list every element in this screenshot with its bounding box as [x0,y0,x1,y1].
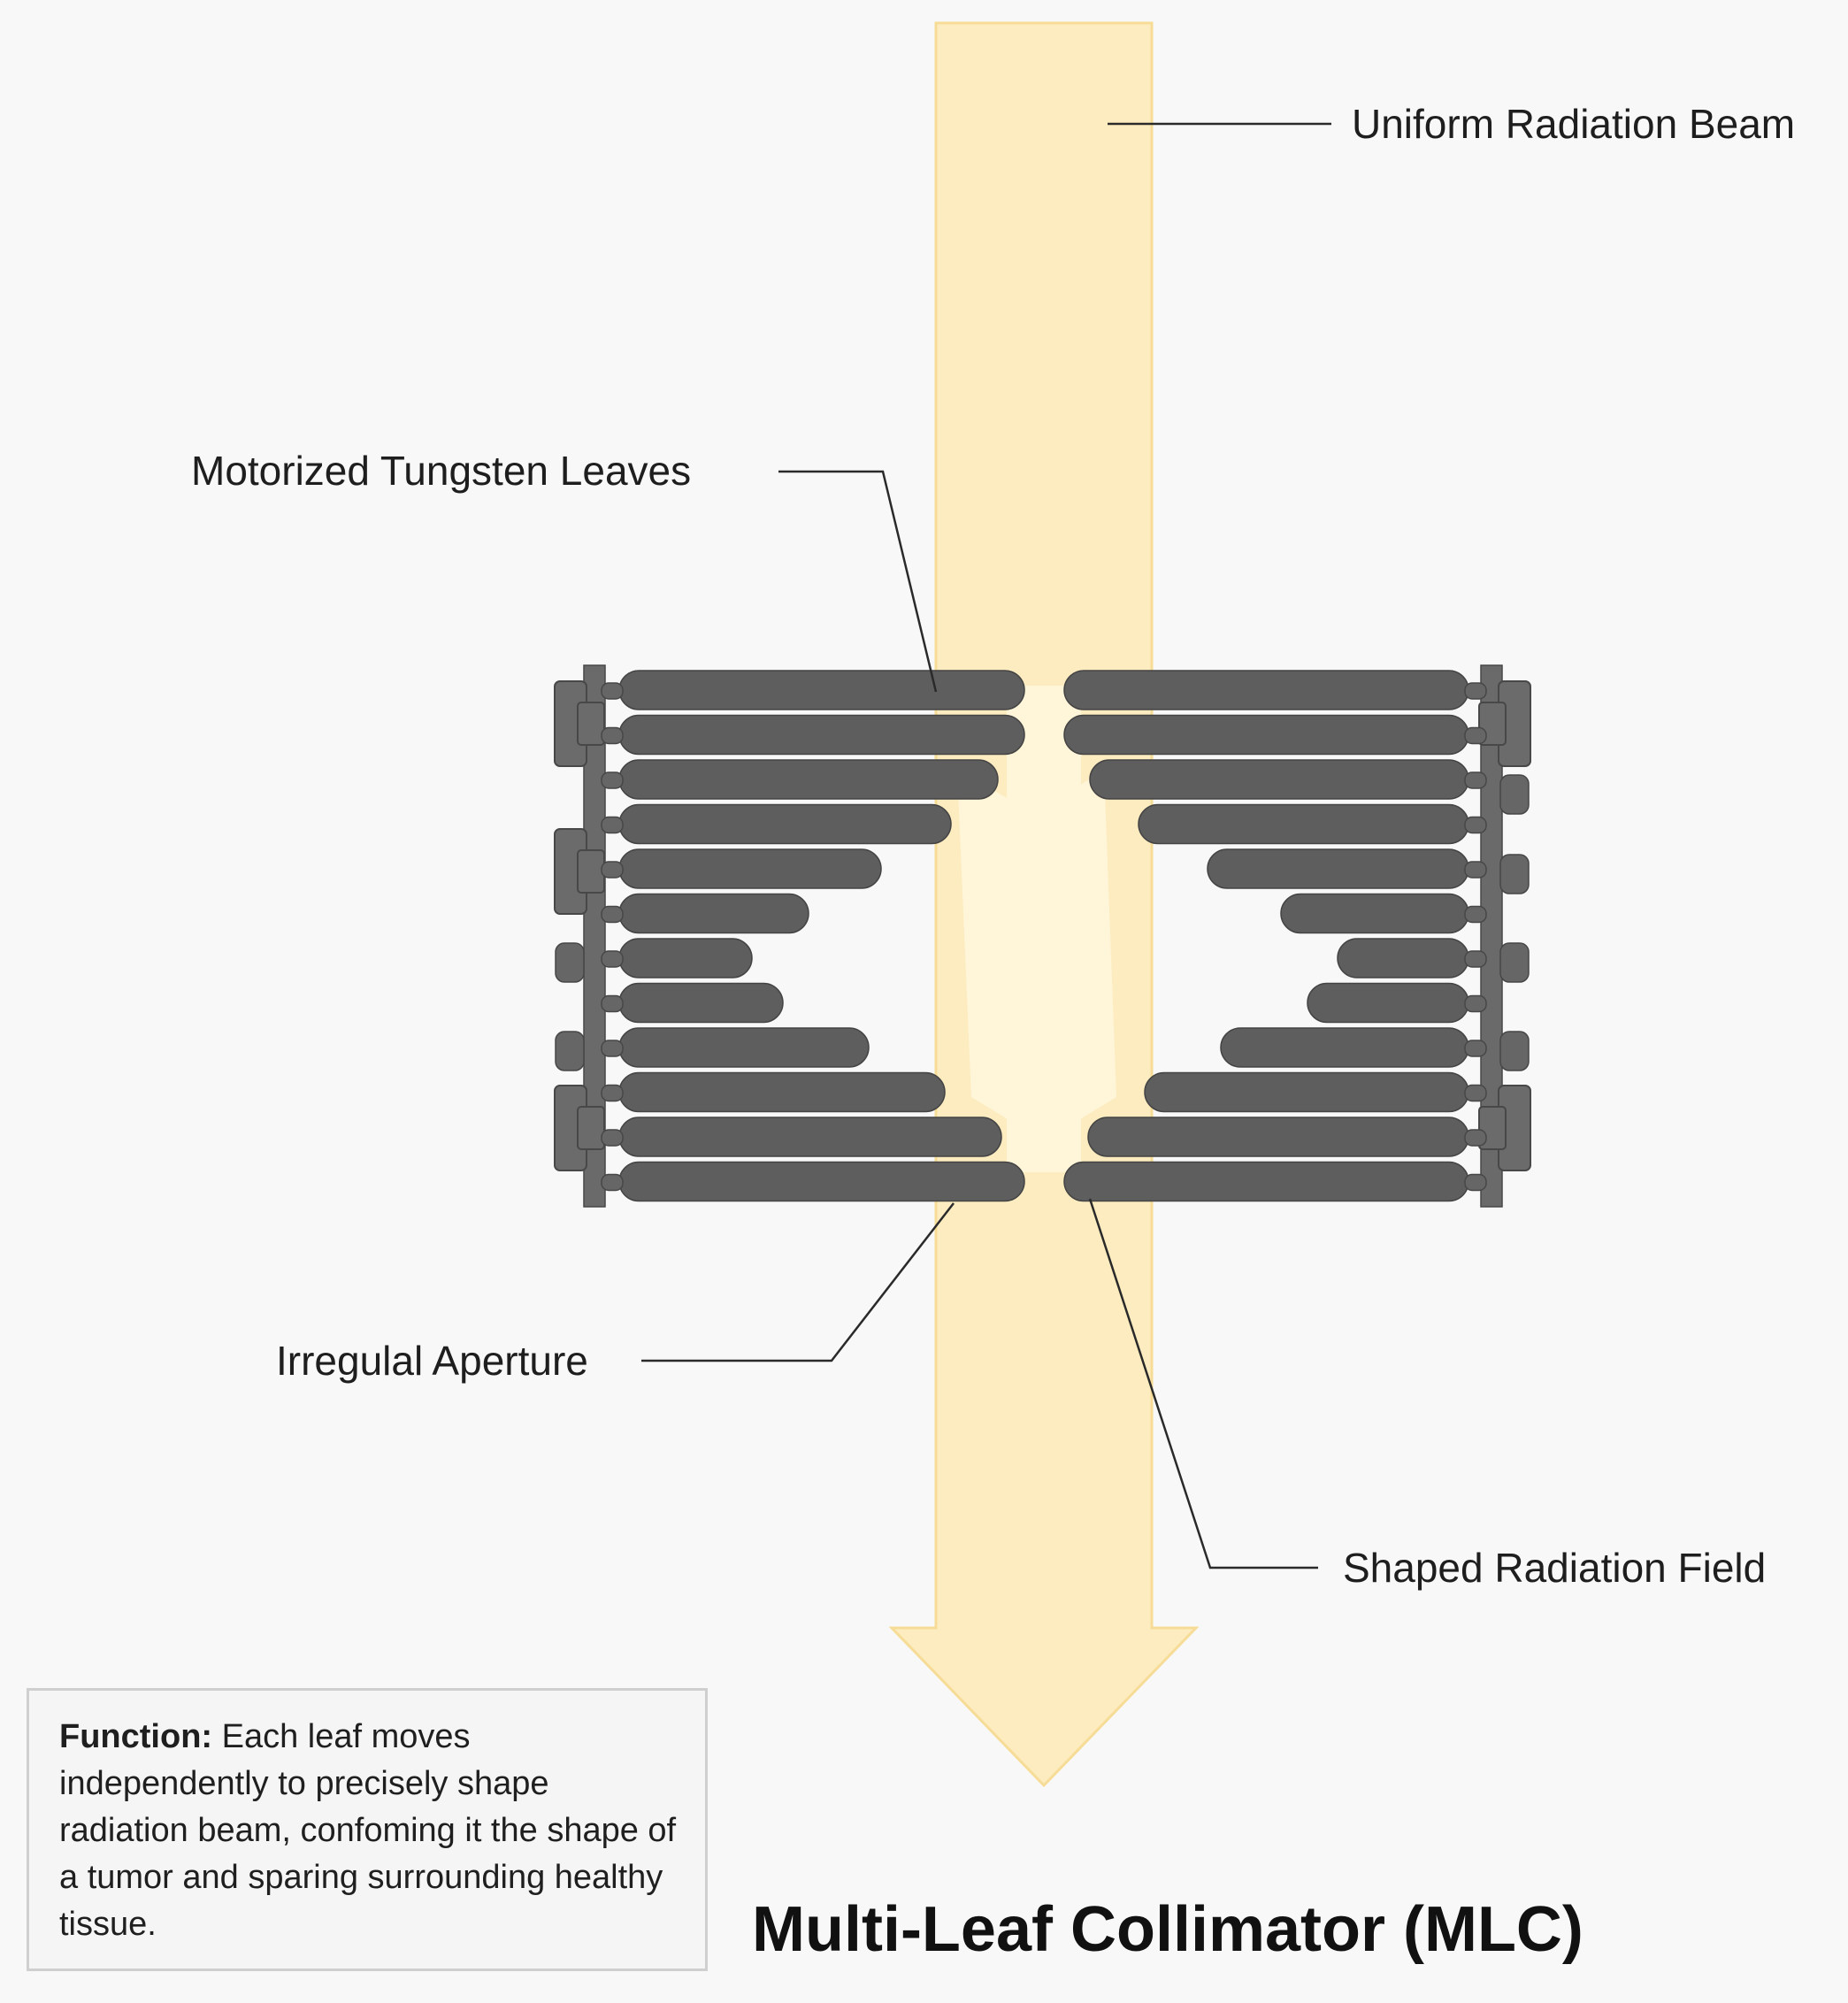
left-leaf [618,714,1025,756]
right-leaf-roller [1464,816,1487,834]
right-leaf-carriage [1478,664,1531,1208]
left-leaf-roller [601,816,624,834]
left-leaf-roller [601,950,624,968]
right-actuator [1499,854,1530,894]
left-leaf [618,759,999,800]
right-leaf-roller [1464,861,1487,879]
left-gear-hub [577,849,605,894]
right-leaf [1337,938,1469,978]
left-leaf [618,1117,1002,1157]
right-leaf-roller [1464,1040,1487,1057]
left-leaf [618,848,882,889]
left-leaf [618,1027,870,1068]
left-gear-hub [577,702,605,746]
aperture-label: Irregulal Aperture [276,1338,588,1384]
right-leaf [1087,1117,1469,1157]
left-leaf [618,938,753,978]
left-leaf-bank [601,670,1025,1202]
left-leaf-roller [601,905,624,924]
left-leaf [618,1071,946,1113]
right-leaf-roller [1464,726,1487,745]
field-leader-line [1088,1198,1318,1569]
left-leaf [618,1161,1025,1202]
function-description-box: Function: Each leaf moves independently … [27,1688,708,1971]
right-leaf [1063,1161,1469,1202]
right-leaf [1280,893,1469,934]
right-leaf [1138,803,1469,845]
right-actuator [1499,942,1530,983]
page-title: Multi-Leaf Collimator (MLC) [752,1894,1583,1965]
right-leaf [1063,670,1469,710]
aperture-leader-line [641,1202,955,1362]
left-leaf-roller [601,994,624,1013]
right-leaf-roller [1464,682,1487,700]
right-leaf-roller [1464,950,1487,968]
beam-label: Uniform Radiation Beam [1352,101,1795,147]
left-leaf-roller [601,682,624,700]
left-leaf-roller [601,771,624,789]
left-leaf [618,803,952,845]
right-leaf-bank [1063,670,1487,1202]
right-actuator [1499,1031,1530,1071]
left-leaf [618,982,784,1024]
function-text: Each leaf moves independently to precise… [59,1718,677,1943]
right-actuator [1499,774,1530,815]
left-gear-hub [577,1106,605,1150]
aperture-opening [957,686,1116,1172]
right-leaf [1089,759,1469,800]
left-leaf-roller [601,1129,624,1147]
right-leaf-roller [1464,1173,1487,1192]
left-leaf [618,893,809,934]
right-leaf [1307,982,1469,1024]
left-leaf-carriage [554,664,606,1208]
right-leaf [1063,714,1469,756]
right-leaf-roller [1464,994,1487,1013]
right-leaf-roller [1464,905,1487,924]
field-label: Shaped Radiation Field [1343,1545,1766,1591]
right-leaf [1207,848,1469,889]
left-leaf-roller [601,1173,624,1192]
right-leaf-roller [1464,1084,1487,1102]
left-leaf-roller [601,726,624,745]
left-leaf-roller [601,1084,624,1102]
left-leaf-roller [601,861,624,879]
left-actuator [555,942,585,983]
left-actuator [555,1031,585,1071]
right-leaf [1220,1027,1469,1068]
left-leaf-roller [601,1040,624,1057]
right-leaf-roller [1464,771,1487,789]
leaves-leader-line [778,470,938,693]
left-leaf [618,670,1025,710]
leaves-label: Motorized Tungsten Leaves [191,448,691,494]
function-heading: Function: [59,1718,213,1755]
right-leaf [1144,1071,1469,1113]
right-leaf-roller [1464,1129,1487,1147]
